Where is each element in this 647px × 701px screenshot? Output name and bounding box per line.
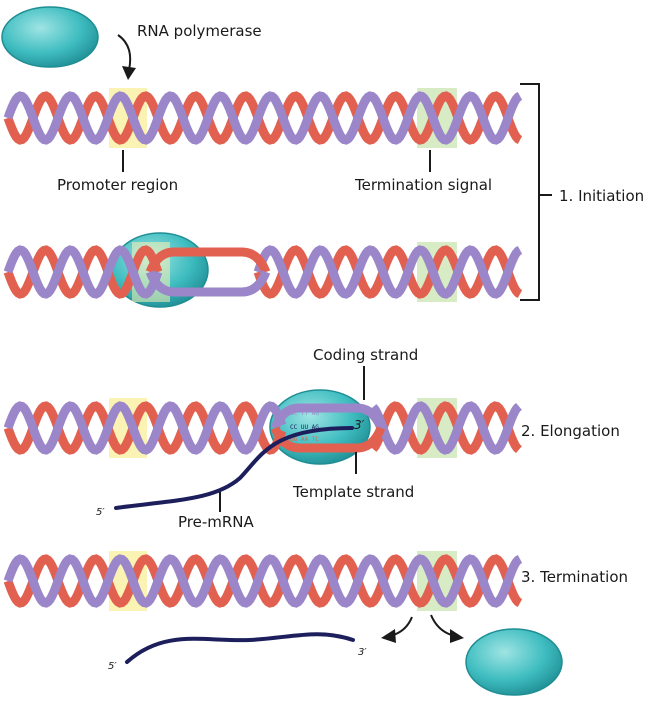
rna-polymerase-arrow [117,34,132,71]
initiation-bracket [520,83,552,301]
promoter-region-label: Promoter region [57,176,178,194]
coding-strand-bases: CC TT AG [290,410,319,417]
termination-label: 3. Termination [521,568,628,586]
dna-strand-purple [3,91,523,145]
bubble-top-strand [270,403,386,430]
mrna-release-arrowhead [381,629,396,643]
helix-front-strands [3,91,523,145]
coding-strand-label: Coding strand [313,346,418,364]
pre-mrna-label: Pre-mRNA [178,513,255,531]
three-prime-label-elongation: 3′ [354,418,365,432]
dna-strand-purple [3,401,287,455]
dna-strand-purple [369,401,522,455]
three-prime-label-termination: 3′ [358,647,367,658]
termination-signal-label: Termination signal [354,176,492,194]
released-polymerase [465,628,563,696]
dna-strand-red [369,401,522,455]
dna-strand-purple [253,245,523,299]
initiation-label: 1. Initiation [559,187,644,205]
template-strand-label: Template strand [292,483,414,501]
elongation-label: 2. Elongation [521,422,620,440]
bubble-top-strand [145,247,271,274]
template-strand-bases: GG AA TC [290,436,319,443]
helix-front-strands [3,245,523,299]
dna-strand-purple [3,554,523,608]
dna-helix-row2 [3,245,523,299]
rna-polymerase-arrowhead [122,66,136,80]
helix-back-strands [3,401,522,455]
dna-strand-red [253,245,523,299]
released-mrna-strand [125,632,355,664]
dna-helix-row1 [3,91,523,145]
five-prime-label-elongation: 5′ [96,507,105,518]
bubble-bottom-strand [145,270,271,297]
dna-strand-purple [3,245,163,299]
dna-helix-row4 [3,554,523,608]
helix-front-strands [3,401,522,455]
dna-strand-red [3,401,287,455]
rna-polymerase-label: RNA polymerase [137,22,262,40]
pre-mrna-strand [114,426,354,510]
five-prime-label-termination: 5′ [108,661,117,672]
helix-front-strands [3,554,523,608]
rna-polymerase-enzyme [1,6,99,68]
rna-bases: CC UU AG [290,424,319,431]
polymerase-release-arrowhead [450,629,464,643]
